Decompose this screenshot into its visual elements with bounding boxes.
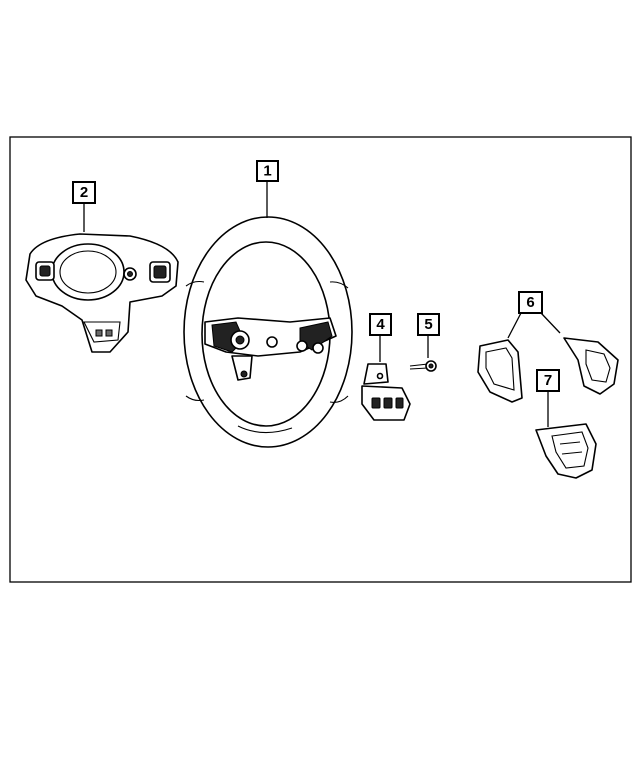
- callout-6: 6: [518, 291, 543, 314]
- callout-label: 5: [424, 316, 432, 333]
- callout-label: 7: [544, 372, 552, 389]
- callout-2: 2: [72, 181, 96, 204]
- callout-5: 5: [417, 313, 440, 336]
- wheel-rear-bezel: [25, 233, 179, 353]
- callout-label: 6: [526, 294, 534, 311]
- screw: [409, 360, 437, 372]
- callout-label: 1: [263, 163, 271, 180]
- lower-bezel: [535, 423, 597, 479]
- callout-label: 2: [80, 184, 88, 201]
- callout-label: 4: [376, 316, 385, 333]
- side-bezel-right: [563, 337, 619, 395]
- callout-4: 4: [369, 313, 392, 336]
- callout-1: 1: [256, 160, 279, 182]
- callout-7: 7: [536, 369, 560, 392]
- steering-wheel: [183, 216, 353, 448]
- diagram-frame: [9, 136, 632, 583]
- side-bezel-left: [477, 339, 523, 403]
- leader-lines: [83, 181, 561, 427]
- switch-assembly: [361, 363, 411, 421]
